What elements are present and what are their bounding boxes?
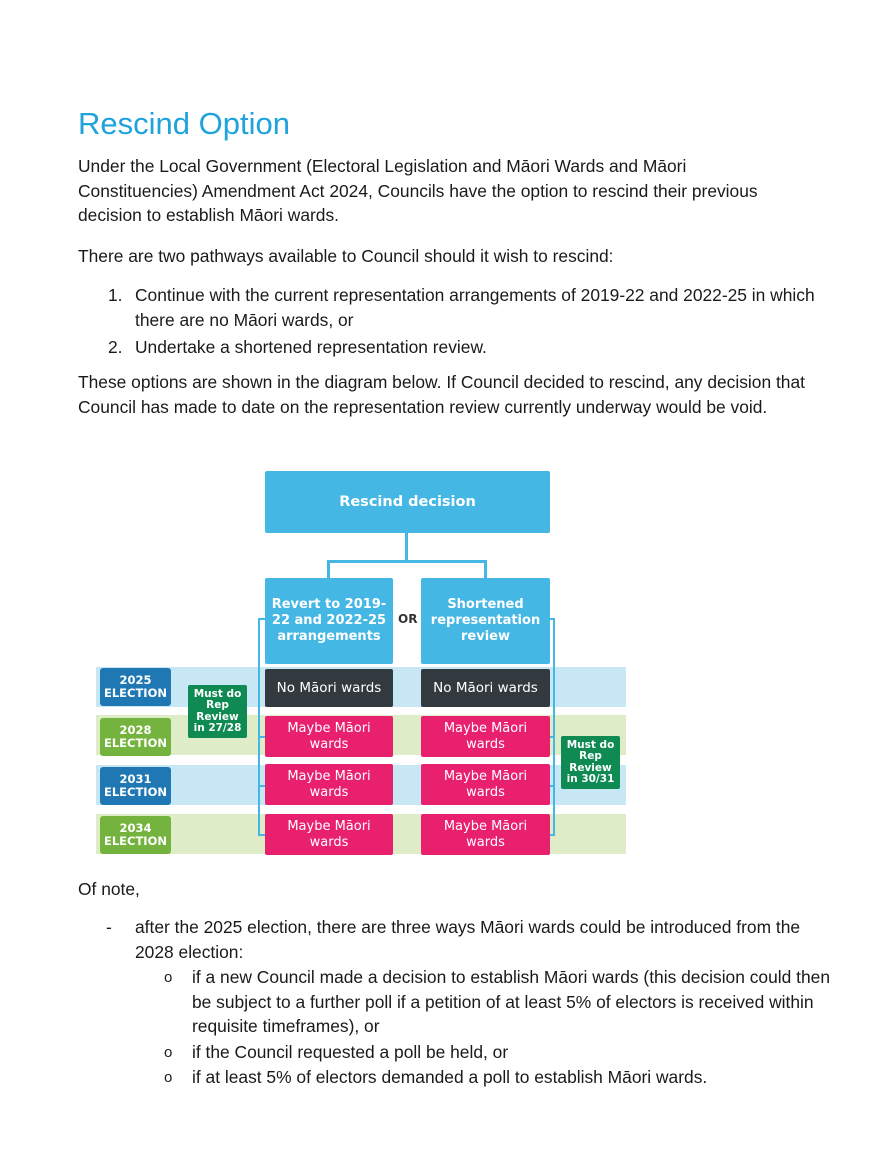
election-2031-label: 2031 ELECTION: [100, 767, 171, 805]
list-text: if at least 5% of electors demanded a po…: [192, 1067, 708, 1087]
bullet-marker: o: [164, 969, 173, 986]
left-bracket-line: [258, 785, 266, 787]
right-bracket-line: [553, 618, 555, 834]
must-review-3031-box: Must do Rep Review in 30/31: [561, 736, 620, 789]
of-note-label: Of note,: [78, 879, 140, 899]
no-maori-wards-box: No Māori wards: [421, 669, 550, 707]
rescind-diagram: Rescind decision Revert to 2019-22 and 2…: [96, 468, 626, 858]
maybe-maori-wards-box: Maybe Māori wards: [421, 814, 550, 855]
left-bracket-line: [258, 618, 260, 834]
list-text: if the Council requested a poll be held,…: [192, 1041, 509, 1062]
left-bracket-line: [258, 618, 266, 620]
diagram-intro: These options are shown in the diagram b…: [78, 372, 805, 417]
list-item: 2. Undertake a shortened representation …: [78, 335, 838, 360]
right-bracket-line: [547, 785, 555, 787]
intro-paragraph: Under the Local Government (Electoral Le…: [78, 156, 758, 225]
election-2028-label: 2028 ELECTION: [100, 718, 171, 756]
dash-marker: -: [106, 917, 112, 937]
pathways-intro: There are two pathways available to Coun…: [78, 246, 614, 266]
list-text: Continue with the current representation…: [135, 285, 815, 330]
rescind-decision-box: Rescind decision: [265, 471, 550, 533]
right-bracket-line: [547, 736, 555, 738]
right-bracket-line: [547, 618, 555, 620]
pathways-list: 1. Continue with the current representat…: [78, 283, 838, 360]
left-bracket-line: [258, 834, 266, 836]
maybe-maori-wards-box: Maybe Māori wards: [421, 716, 550, 757]
notes-list: - after the 2025 election, there are thr…: [78, 915, 838, 1090]
revert-option-box: Revert to 2019-22 and 2022-25 arrangemen…: [265, 578, 393, 664]
maybe-maori-wards-box: Maybe Māori wards: [265, 814, 393, 855]
list-text: after the 2025 election, there are three…: [135, 917, 801, 962]
sub-list-item: o if at least 5% of electors demanded a …: [78, 1065, 838, 1090]
maybe-maori-wards-box: Maybe Māori wards: [265, 764, 393, 805]
connector-line: [327, 560, 486, 563]
list-number: 1.: [108, 285, 123, 305]
connector-line: [405, 532, 408, 561]
no-maori-wards-box: No Māori wards: [265, 669, 393, 707]
sub-list-item: o if the Council requested a poll be hel…: [78, 1040, 838, 1065]
connector-line: [484, 560, 487, 580]
election-2025-label: 2025 ELECTION: [100, 668, 171, 706]
list-item: 1. Continue with the current representat…: [78, 283, 838, 332]
list-text: if a new Council made a decision to esta…: [192, 967, 830, 1036]
connector-line: [327, 560, 330, 580]
election-2034-label: 2034 ELECTION: [100, 816, 171, 854]
right-bracket-line: [547, 834, 555, 836]
shortened-review-box: Shortened representation review: [421, 578, 550, 664]
sub-list-item: o if a new Council made a decision to es…: [78, 965, 838, 1039]
page-title: Rescind Option: [78, 106, 290, 141]
maybe-maori-wards-box: Maybe Māori wards: [421, 764, 550, 805]
list-text: Undertake a shortened representation rev…: [135, 337, 487, 357]
list-number: 2.: [108, 337, 123, 357]
left-bracket-line: [258, 736, 266, 738]
or-label: OR: [398, 612, 418, 626]
maybe-maori-wards-box: Maybe Māori wards: [265, 716, 393, 757]
bullet-marker: o: [164, 1069, 173, 1086]
list-item: - after the 2025 election, there are thr…: [78, 915, 838, 964]
must-review-2728-box: Must do Rep Review in 27/28: [188, 685, 247, 738]
bullet-marker: o: [164, 1043, 173, 1061]
